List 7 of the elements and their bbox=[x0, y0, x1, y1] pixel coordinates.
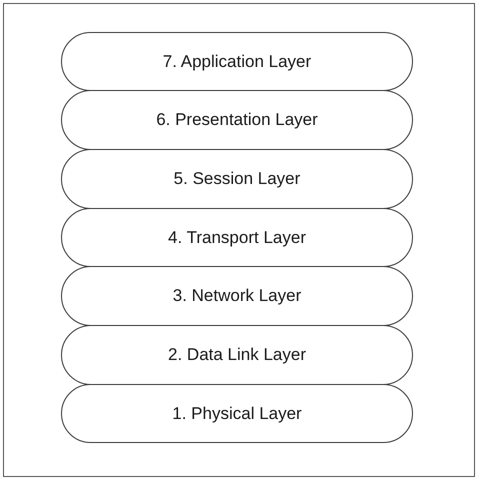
layer-label: 1. Physical Layer bbox=[172, 404, 302, 424]
layer-label: 6. Presentation Layer bbox=[156, 110, 318, 130]
layer-label: 2. Data Link Layer bbox=[168, 345, 306, 365]
layer-label: 3. Network Layer bbox=[172, 286, 302, 306]
layer-label: 5. Session Layer bbox=[174, 169, 300, 189]
layer-label: 7. Application Layer bbox=[162, 52, 312, 72]
layer-label: 4. Transport Layer bbox=[168, 228, 306, 248]
